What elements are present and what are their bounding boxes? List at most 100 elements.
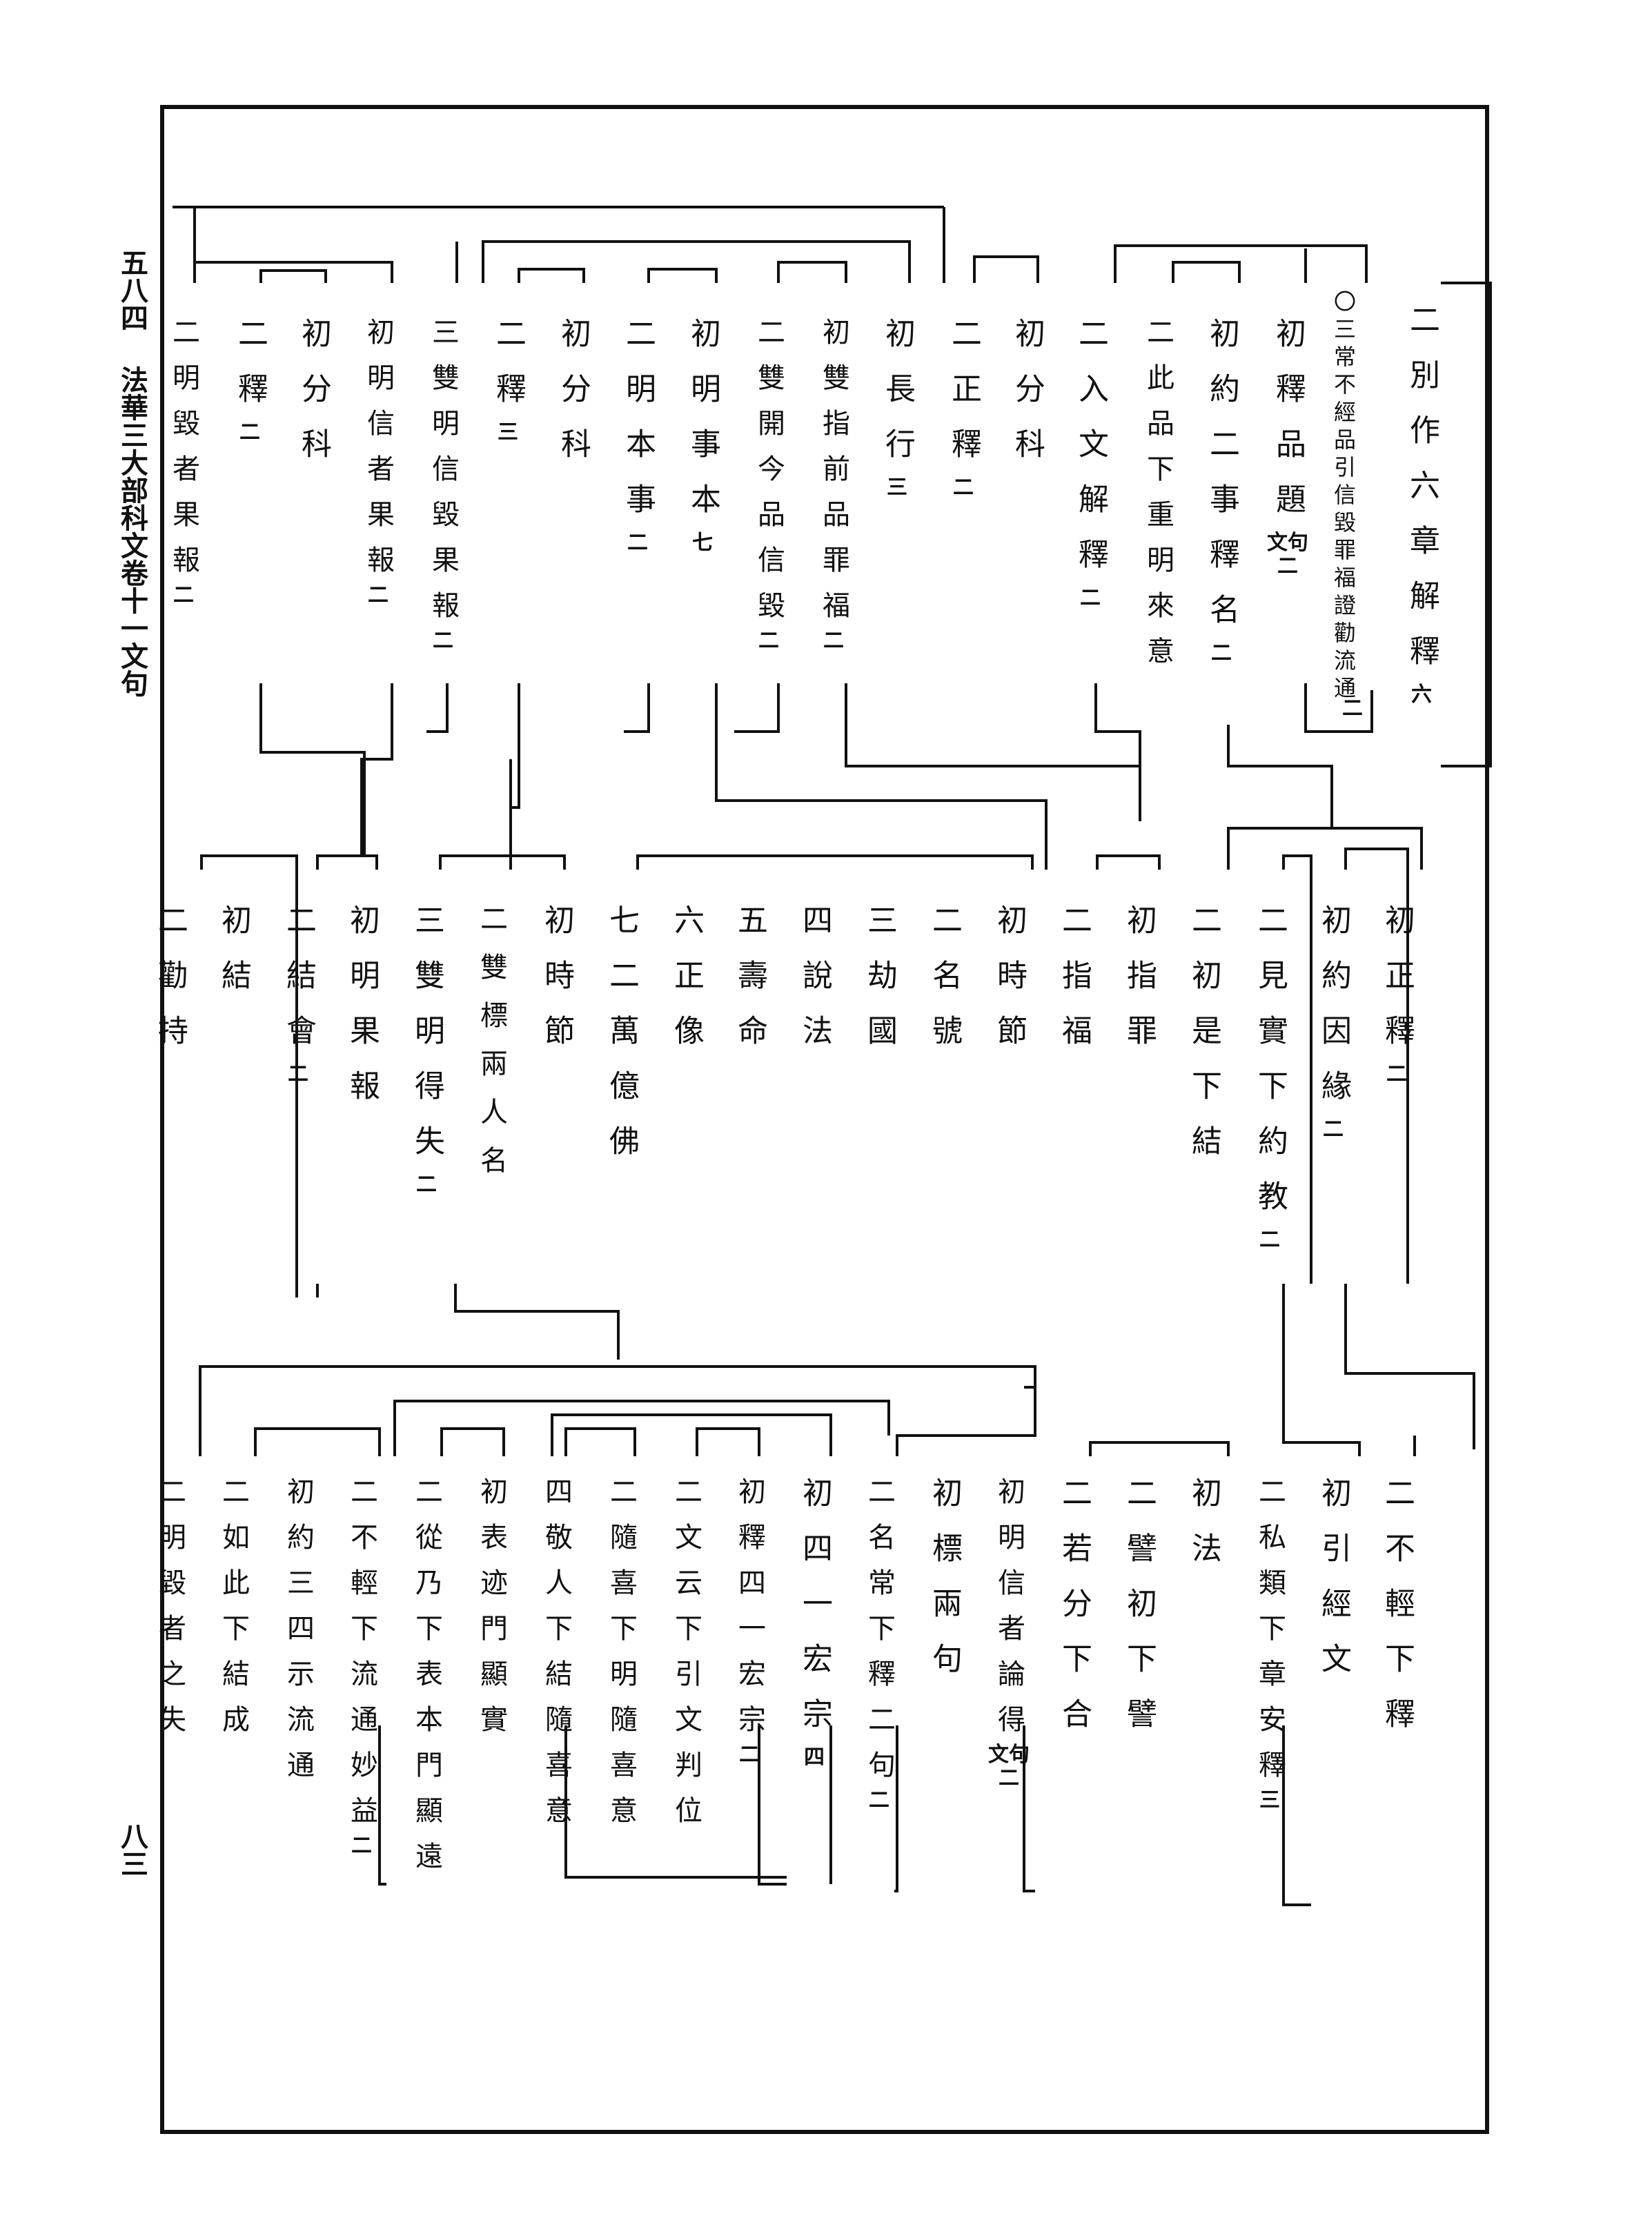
entry-text: 四說法 <box>797 904 832 1070</box>
outline-entry: 四敬人下結隨喜意 <box>535 1477 577 1841</box>
entry-text: 二明毀者之失 <box>154 1477 186 1750</box>
outline-entry: 二初是下結 <box>1183 904 1224 1180</box>
entry-text: 初明事本 <box>685 317 720 538</box>
outline-entry: 二結會二 <box>277 904 319 1086</box>
outline-entry: 初時節 <box>988 904 1030 1070</box>
entry-text: 二譬初下譬 <box>1121 1477 1157 1753</box>
outline-entry: 初釋品題文句二 <box>1267 317 1308 578</box>
entry-text: 初標兩句 <box>927 1477 962 1698</box>
entry-text: 初正釋 <box>1379 904 1415 1070</box>
outline-entry: 〇三常不經品引信毀罪福證勸流通二 <box>1330 290 1373 721</box>
entry-text: 三雙明得失 <box>409 904 444 1180</box>
entry-text: 初法 <box>1186 1477 1221 1587</box>
entry-count-note: 七 <box>692 531 713 555</box>
outline-entry: 三雙明得失二 <box>406 904 447 1197</box>
outline-entry: 初指罪 <box>1118 904 1159 1070</box>
outline-entry: 初長行三 <box>876 317 918 500</box>
entry-text: 二文云下引文判位 <box>670 1477 702 1841</box>
outline-entry: 二雙開今品信毀二 <box>748 317 789 653</box>
outline-entry: 二譬初下譬 <box>1118 1477 1159 1753</box>
outline-entry: 二別作六章解釋六 <box>1401 304 1442 707</box>
outline-entry: 二名號 <box>923 904 965 1070</box>
entry-text: 七二萬億佛 <box>604 904 639 1180</box>
outline-entry: 初結 <box>213 904 254 1015</box>
entry-text: 二明毀者果報 <box>168 317 199 591</box>
entry-count-note: 二 <box>173 583 194 607</box>
entry-text: 初分科 <box>555 317 591 483</box>
entry-text: 二勸持 <box>153 904 188 1070</box>
entry-count-note: 二 <box>1211 641 1232 665</box>
outline-entry: 二見實下約教二 <box>1249 904 1290 1252</box>
outline-entry: 二不輕下釋 <box>1376 1477 1417 1753</box>
outline-entry: 二釋三 <box>487 317 529 444</box>
outline-entry: 初明信者論得文句二 <box>988 1477 1030 1790</box>
outline-entry: 二釋二 <box>229 317 271 444</box>
outline-entry: 六正像 <box>665 904 707 1070</box>
outline-entry: 二不輕下流通妙益二 <box>341 1477 382 1858</box>
entry-text: 初結 <box>216 904 251 1015</box>
entry-text: 四敬人下結隨喜意 <box>540 1477 572 1841</box>
entry-count-note: 二 <box>288 1062 308 1086</box>
entry-text: 二此品下重明來意 <box>1142 317 1174 682</box>
entry-count-note: 二 <box>1323 1117 1344 1142</box>
outline-entry: 初法 <box>1183 1477 1224 1587</box>
outline-entry: 初約二事釋名二 <box>1201 317 1242 665</box>
entry-text: 二初是下結 <box>1186 904 1221 1180</box>
entry-text: 〇三常不經品引信毀罪福證勸流通 <box>1330 290 1357 704</box>
entry-text: 二正釋 <box>946 317 981 483</box>
entry-text: 二入文解釋 <box>1073 317 1108 594</box>
entry-count-note: 文句二 <box>1267 531 1308 578</box>
outline-entry: 二明本事二 <box>617 317 658 555</box>
entry-count-note: 二 <box>953 476 974 500</box>
outline-entry: 二從乃下表本門顯遠 <box>406 1477 447 1887</box>
entry-text: 五壽命 <box>732 904 767 1070</box>
outline-entry: 初分科 <box>293 317 334 483</box>
entry-count-note: 二 <box>433 629 453 653</box>
entry-text: 初四一宏宗 <box>797 1477 832 1753</box>
entry-count-note: 二 <box>1386 1062 1407 1086</box>
outline-entry: 三劫國 <box>858 904 900 1070</box>
outline-entry: 初時節 <box>535 904 577 1070</box>
entry-count-note: 二 <box>416 1173 437 1197</box>
entry-text: 二見實下約教 <box>1252 904 1288 1235</box>
outline-entry: 四說法 <box>794 904 835 1070</box>
entry-text: 初時節 <box>539 904 574 1070</box>
entry-count-note: 三 <box>1259 1788 1280 1812</box>
entry-text: 初約三四示流通 <box>282 1477 314 1796</box>
entry-text: 二不輕下釋 <box>1379 1477 1415 1753</box>
entry-count-note: 二 <box>739 1743 760 1767</box>
outline-entry: 二文云下引文判位 <box>665 1477 707 1841</box>
outline-entry: 初釋四一宏宗二 <box>729 1477 770 1767</box>
entry-text: 初分科 <box>1010 317 1045 483</box>
outline-entry: 二此品下重明來意 <box>1137 317 1179 682</box>
outline-entry: 二雙標兩人名 <box>471 904 512 1194</box>
entry-count-note: 二 <box>1259 1228 1280 1252</box>
outline-entry: 二隨喜下明隨喜意 <box>600 1477 642 1841</box>
entry-text: 二釋 <box>233 317 268 428</box>
entry-text: 二名號 <box>927 904 962 1070</box>
entry-text: 初時節 <box>992 904 1027 1070</box>
entry-text: 二從乃下表本門顯遠 <box>411 1477 442 1887</box>
outline-entry: 七二萬億佛 <box>600 904 642 1180</box>
entry-count-note: 三 <box>887 476 907 500</box>
entry-text: 二私類下章安釋 <box>1254 1477 1286 1796</box>
entry-text: 初表迹門顯實 <box>475 1477 507 1750</box>
entry-text: 二明本事 <box>620 317 656 538</box>
entry-count-note: 文句二 <box>988 1743 1030 1790</box>
entry-count-note: 六 <box>1411 683 1432 707</box>
row-1-brackets <box>173 206 1492 870</box>
outline-entry: 初約因緣二 <box>1312 904 1354 1142</box>
outline-entry: 初引經文 <box>1312 1477 1354 1698</box>
entry-text: 初分科 <box>296 317 331 483</box>
entry-text: 初雙指前品罪福 <box>818 317 849 636</box>
entry-text: 初約因緣 <box>1316 904 1351 1125</box>
outline-entry: 初雙指前品罪福二 <box>813 317 854 653</box>
entry-count-note: 二 <box>869 1788 889 1812</box>
entry-count-note: 二 <box>823 629 844 653</box>
entry-text: 初明果報 <box>344 904 380 1125</box>
entry-text: 六正像 <box>669 904 704 1070</box>
entry-count-note: 二 <box>627 531 648 555</box>
entry-text: 初釋品題 <box>1270 317 1306 538</box>
outline-entry: 初分科 <box>1006 317 1048 483</box>
